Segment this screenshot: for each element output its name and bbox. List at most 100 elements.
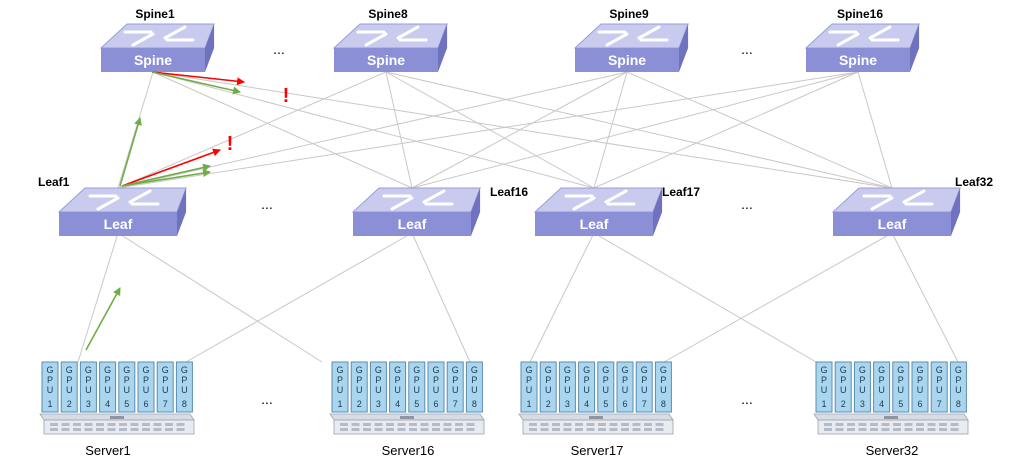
gpu-card-body — [834, 361, 852, 413]
gpu-letter: G — [840, 365, 847, 375]
gpu-card-body — [930, 361, 948, 413]
leaf-switch-3[interactable]: Leaf — [533, 187, 663, 236]
chassis-led — [400, 416, 414, 419]
chassis-bay — [130, 428, 139, 431]
gpu-letter: U — [47, 385, 54, 395]
chassis-bay — [351, 423, 360, 426]
gpu-card-body — [911, 361, 929, 413]
gpu-letter: P — [898, 375, 904, 385]
chassis-bay — [96, 423, 104, 426]
gpu-letter: P — [337, 375, 343, 385]
gpu-letter: U — [660, 385, 667, 395]
chassis-bay — [130, 423, 139, 426]
chassis-bay — [84, 423, 93, 426]
gpu-letter: U — [840, 385, 847, 395]
spine-switch-3[interactable]: Spine — [573, 23, 689, 72]
gpu-letter: G — [936, 365, 943, 375]
spine-switch-1[interactable]: Spine — [99, 23, 215, 72]
chassis-bay — [870, 423, 878, 426]
switch-arrow-stroke — [836, 32, 860, 47]
gpu-letter: U — [181, 385, 188, 395]
gpu-letter: G — [916, 365, 923, 375]
server-to-leaf-path — [85, 287, 121, 351]
chassis-bay — [340, 423, 348, 426]
chassis-bay — [340, 428, 348, 431]
gpu-number: 8 — [182, 399, 187, 409]
switch-arrow-stroke — [637, 25, 661, 40]
chassis-bay — [540, 423, 549, 426]
switch-label: Leaf — [398, 216, 427, 232]
gpu-letter: G — [46, 365, 53, 375]
chassis-bay — [529, 423, 537, 426]
spine-switch-2[interactable]: Spine — [332, 23, 448, 72]
gpu-number: 1 — [337, 399, 342, 409]
spine-switch-4[interactable]: Spine — [804, 23, 920, 72]
gpu-letter: G — [471, 365, 478, 375]
gpu-number: 1 — [821, 399, 826, 409]
chassis-bay — [443, 423, 452, 426]
exclamation-icon: ! — [227, 133, 234, 155]
switch-label: Leaf — [580, 216, 609, 232]
chassis-bay — [374, 423, 383, 426]
gpu-number: 2 — [841, 399, 846, 409]
switch-arrow-stroke — [128, 189, 152, 204]
gpu-card-body — [389, 361, 407, 413]
gpu-letter: U — [337, 385, 344, 395]
switch-label: Spine — [608, 52, 646, 68]
switch-arrow-stroke — [396, 25, 420, 40]
chassis-bay — [893, 428, 901, 431]
gpu-number: 1 — [526, 399, 531, 409]
gpu-letter: P — [660, 375, 666, 385]
gpu-letter: U — [162, 385, 169, 395]
chassis-bay — [586, 428, 595, 431]
chassis-bay — [575, 423, 583, 426]
gpu-letter: G — [181, 365, 188, 375]
gpu-letter: U — [583, 385, 590, 395]
leaf-switch-1[interactable]: Leaf — [57, 187, 187, 236]
leaf-switch-4[interactable]: Leaf — [831, 187, 961, 236]
gpu-card-body — [427, 361, 445, 413]
gpu-letter: U — [452, 385, 459, 395]
chassis-bay — [655, 428, 664, 431]
server-chassis — [518, 413, 674, 435]
chassis-bay — [374, 428, 383, 431]
chassis-front — [333, 419, 485, 435]
leaf-switch-2[interactable]: Leaf — [351, 187, 481, 236]
